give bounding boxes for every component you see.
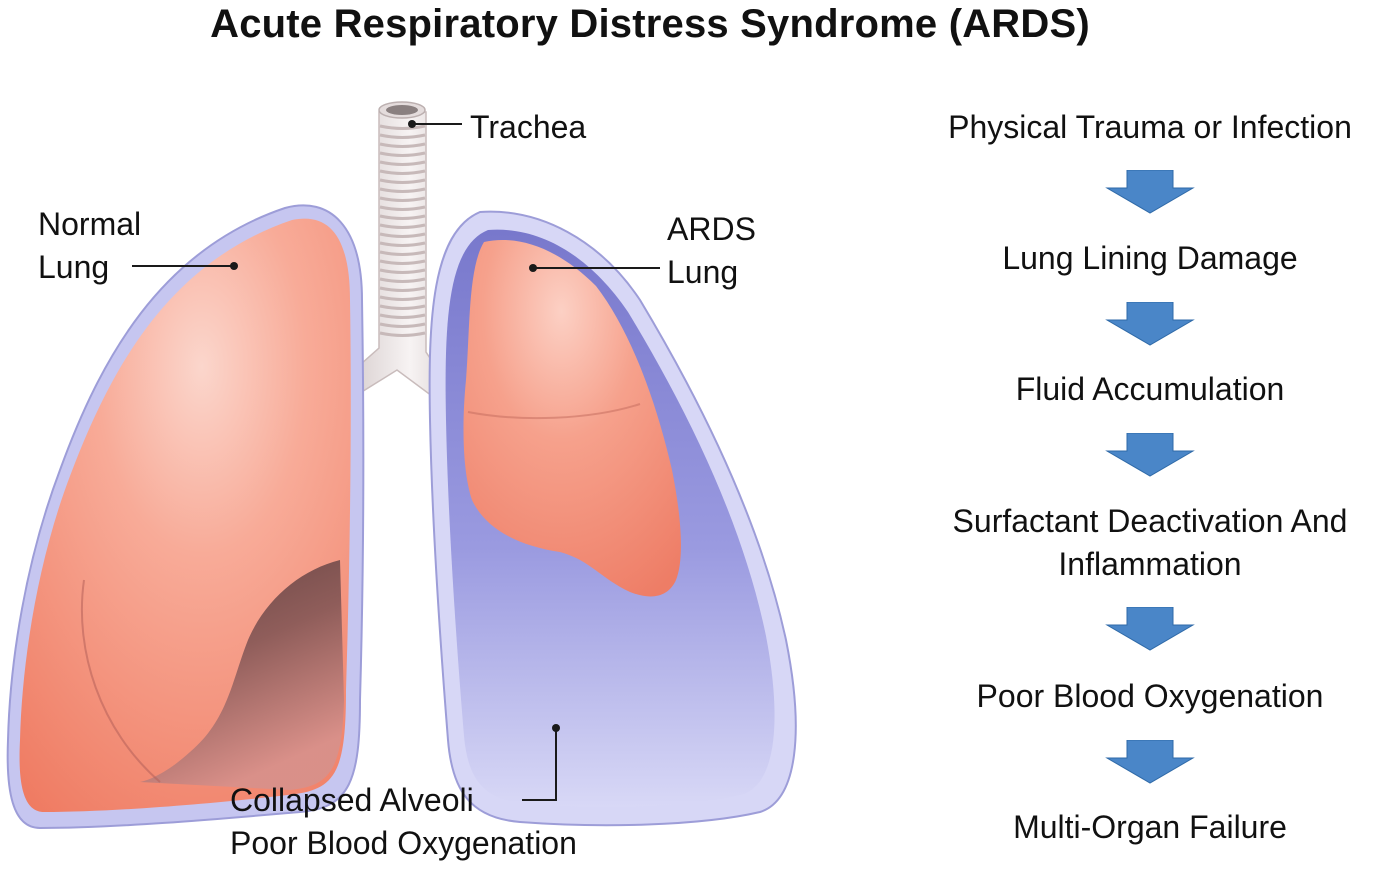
trachea-ring (379, 196, 426, 202)
trachea-ring (379, 160, 426, 166)
down-arrow-icon (1105, 740, 1195, 784)
trachea-ring (379, 142, 426, 148)
trachea-ring (379, 313, 426, 319)
trachea-ring (379, 205, 426, 211)
trachea-ring (379, 232, 426, 238)
ards-lung-label-line2: Lung (667, 254, 739, 290)
trachea-ring (379, 304, 426, 310)
trachea-ring (379, 286, 426, 292)
leader-dots (230, 120, 560, 732)
collapsed-alveoli-label: Collapsed Alveoli (230, 782, 474, 818)
leader-lines (132, 123, 660, 801)
ards-lung-label-line1: ARDS (667, 211, 756, 247)
down-arrow-icon (1105, 302, 1195, 346)
trachea-ring (379, 331, 426, 337)
trachea-ring (379, 322, 426, 328)
poor-oxygenation-label: Poor Blood Oxygenation (230, 825, 577, 861)
trachea-ring (379, 214, 426, 220)
trachea-ring (379, 268, 426, 274)
normal-lung-graphic (6, 204, 365, 830)
flow-step-trauma: Physical Trauma or Infection (948, 109, 1352, 145)
trachea-ring (379, 277, 426, 283)
down-arrow-icon (1105, 170, 1195, 214)
trachea-ring (379, 133, 426, 139)
trachea-ring (379, 124, 426, 130)
flow-step-fluid: Fluid Accumulation (1015, 371, 1285, 407)
diagram-title: Acute Respiratory Distress Syndrome (ARD… (210, 2, 1090, 46)
normal-lung-label-line1: Normal (38, 206, 142, 242)
normal-lung-label-line2: Lung (38, 249, 110, 285)
trachea-ring (379, 187, 426, 193)
trachea-ring (379, 295, 426, 301)
trachea-ring (379, 250, 426, 256)
flow-step-poor-oxygenation: Poor Blood Oxygenation (976, 678, 1324, 714)
trachea-label: Trachea (470, 109, 587, 145)
trachea-ring (379, 151, 426, 157)
trachea-ring (379, 223, 426, 229)
ards-lung-graphic (428, 210, 797, 827)
flow-step-inflammation: Inflammation (1058, 546, 1242, 582)
trachea-ring (379, 169, 426, 175)
down-arrow-icon (1105, 607, 1195, 651)
trachea-ring (379, 259, 426, 265)
trachea-ring (379, 241, 426, 247)
flow-step-surfactant: Surfactant Deactivation And (952, 503, 1348, 539)
down-arrow-icon (1105, 433, 1195, 477)
flow-step-lining-damage: Lung Lining Damage (1002, 240, 1298, 276)
trachea-ring (379, 178, 426, 184)
flow-step-organ-failure: Multi-Organ Failure (1013, 809, 1287, 845)
